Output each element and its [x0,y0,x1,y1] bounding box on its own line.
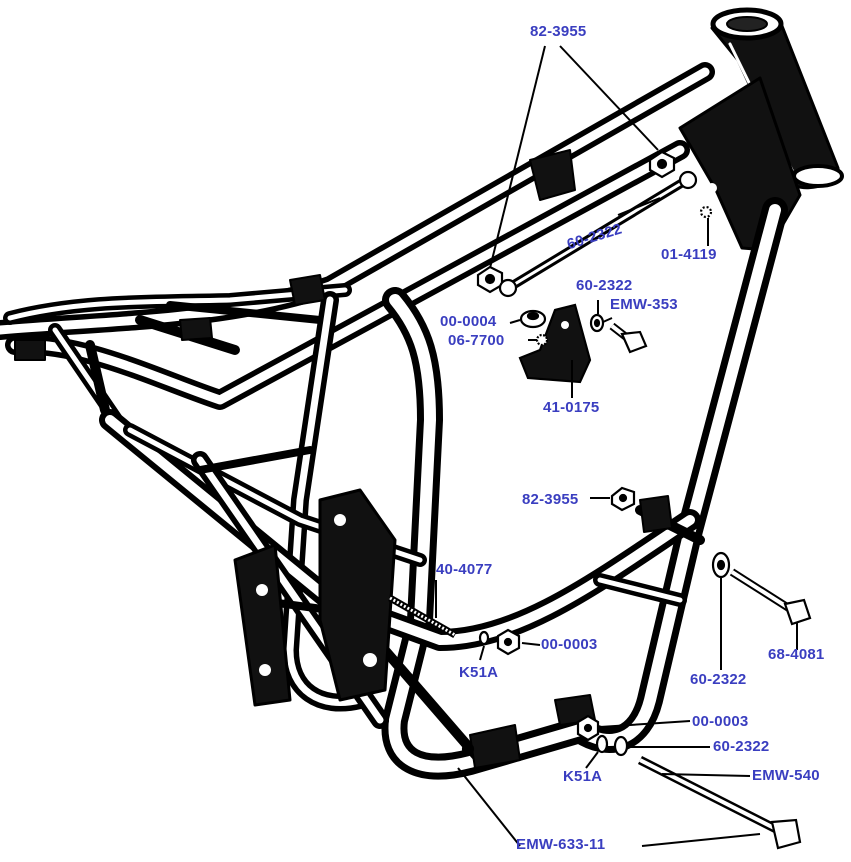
label-k51a-low: K51A [563,768,603,785]
leader-lines [435,45,798,847]
swingarm-plate [318,488,397,702]
label-41-0175: 41-0175 [543,399,600,416]
label-00-0003-mid: 00-0003 [541,636,598,653]
label-emw-633-11: EMW-633-11 [516,836,606,853]
label-82-3955-mid: 82-3955 [522,491,579,508]
label-00-0003-low: 00-0003 [692,713,749,730]
washer-k51a-low [595,734,609,754]
nut-82-3955-a [648,150,676,179]
label-60-2322-low: 60-2322 [713,738,770,755]
washer-60-2322-right [711,551,731,579]
washer-k51a-mid [478,630,490,646]
label-06-7700: 06-7700 [448,332,505,349]
bolt-emw-540 [637,755,802,850]
rear-mount-plate [233,543,292,707]
nut-00-0003-mid [496,628,521,656]
label-60-2322-right: 60-2322 [690,671,747,688]
label-82-3955-top: 82-3955 [530,23,587,40]
label-00-0004: 00-0004 [440,313,497,330]
stud-40-4077 [388,594,457,639]
stay-rod [498,170,698,298]
label-01-4119: 01-4119 [661,246,717,263]
label-emw-353: EMW-353 [610,296,678,313]
bolt-emw-353 [609,322,648,354]
nut-00-0004 [519,309,547,329]
washer-60-2322-low [613,735,629,757]
star-washer-01-4119 [699,205,713,219]
pivot-boss [461,742,475,756]
label-k51a-mid: K51A [459,664,499,681]
headstock [710,7,844,190]
bolt-68-4081 [729,568,812,626]
label-40-4077: 40-4077 [436,561,493,578]
label-emw-540: EMW-540 [752,767,820,784]
nut-00-0003-low [576,714,600,742]
label-68-4081: 68-4081 [768,646,825,663]
nut-82-3955-mid [610,486,636,512]
nut-82-3955-b [476,265,504,294]
label-60-2322-washer: 60-2322 [576,277,633,294]
lockwasher-06-7700 [535,333,549,347]
